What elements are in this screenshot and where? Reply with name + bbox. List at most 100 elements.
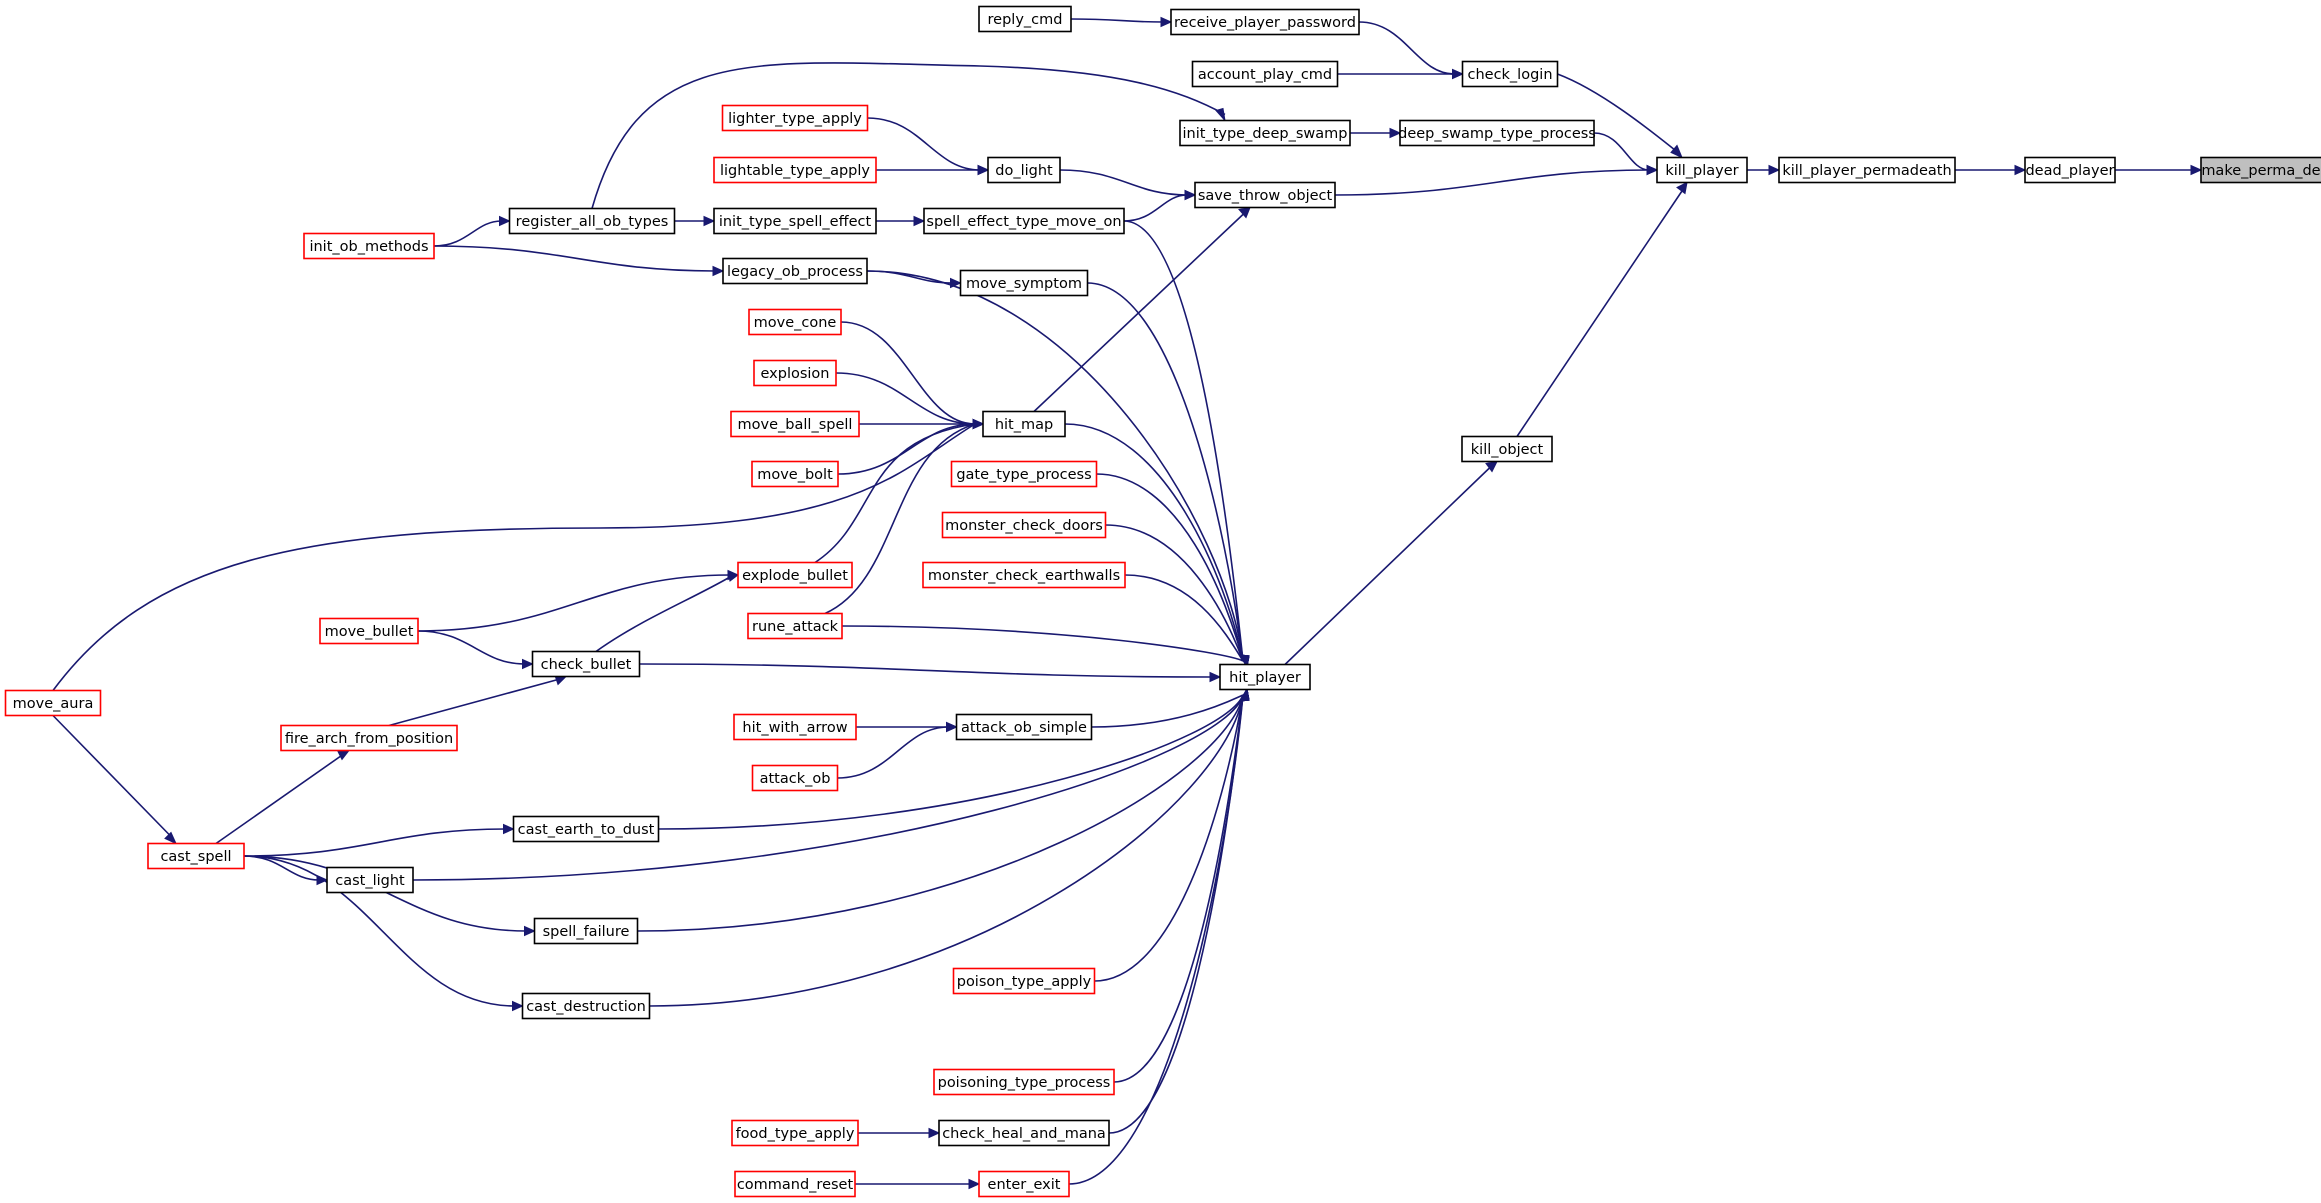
node-move-aura[interactable]: move_aura [4,689,102,717]
node-cast-spell[interactable]: cast_spell [147,842,245,870]
node-register-all-ob-types[interactable]: register_all_ob_types [508,207,676,235]
edge-rune-attack-to-hit-map [824,418,985,615]
edge-line [1358,21,1455,75]
arrowhead-icon [2014,164,2027,176]
arrowhead-icon [712,265,725,277]
node-move-bullet[interactable]: move_bullet [319,617,419,645]
node-box [941,511,1107,539]
node-attack-ob[interactable]: attack_ob [751,764,839,792]
node-cast-light[interactable]: cast_light [326,866,414,894]
arrowhead-icon [1676,181,1688,195]
node-box [978,5,1072,33]
node-check-bullet[interactable]: check_bullet [531,650,641,678]
edge-line [52,714,173,839]
edge-move-aura-to-cast-spell [52,714,178,845]
edge-line [243,828,506,857]
node-box [147,842,245,870]
node-box [1191,60,1339,88]
node-attack-ob-simple[interactable]: attack_ob_simple [955,713,1093,741]
node-hit-with-arrow[interactable]: hit_with_arrow [733,713,857,741]
node-box [721,104,869,132]
arrowhead-icon [1485,460,1498,473]
edge-line [1113,694,1244,1083]
node-label: reply_cmd [988,12,1063,28]
node-label: move_cone [754,315,837,331]
node-food-type-apply[interactable]: food_type_apply [731,1119,859,1147]
node-label: cast_light [335,873,405,889]
node-deep-swamp-type-process[interactable]: deep_swamp_type_process [1398,119,1596,147]
edge-account-play-cmd-to-check-login [1337,68,1464,80]
arrowhead-icon [703,215,716,227]
node-move-cone[interactable]: move_cone [748,308,842,336]
node-check-login[interactable]: check_login [1461,60,1559,88]
node-move-symptom[interactable]: move_symptom [959,269,1089,297]
node-rune-attack[interactable]: rune_attack [747,612,843,640]
node-check-heal-and-mana[interactable]: check_heal_and_mana [938,1119,1110,1147]
node-cast-destruction[interactable]: cast_destruction [521,992,651,1020]
node-monster-check-doors[interactable]: monster_check_doors [941,511,1107,539]
node-legacy-ob-process[interactable]: legacy_ob_process [722,257,868,285]
node-dead-player[interactable]: dead_player [2024,156,2116,184]
node-init-type-spell-effect[interactable]: init_type_spell_effect [713,207,877,235]
node-enter-exit[interactable]: enter_exit [978,1170,1070,1198]
edge-spell-failure-to-hit-player [637,687,1250,932]
node-account-play-cmd[interactable]: account_play_cmd [1191,60,1339,88]
node-box [730,410,860,438]
node-label: check_heal_and_mana [942,1126,1106,1142]
edge-cast-spell-to-cast-light [243,855,329,886]
node-hit-player[interactable]: hit_player [1219,663,1311,691]
node-init-ob-methods[interactable]: init_ob_methods [303,232,435,260]
node-poisoning-type-process[interactable]: poisoning_type_process [933,1068,1115,1096]
node-receive-player-password[interactable]: receive_player_password [1170,8,1360,36]
node-label: explode_bullet [742,568,848,584]
node-gate-type-process[interactable]: gate_type_process [950,460,1098,488]
node-box [303,232,435,260]
node-do-light[interactable]: do_light [987,156,1061,184]
node-make-perma-dead[interactable]: make_perma_dead [2200,156,2321,184]
edge-line [837,423,976,475]
node-move-ball-spell[interactable]: move_ball_spell [730,410,860,438]
node-fire-arch-from-position[interactable]: fire_arch_from_position [280,724,458,752]
node-lightable-type-apply[interactable]: lightable_type_apply [713,156,877,184]
node-label: explosion [761,366,830,382]
node-label: monster_check_earthwalls [928,568,1120,584]
edge-line [243,855,320,881]
node-hit-map[interactable]: hit_map [982,410,1066,438]
edge-do-light-to-save-throw-object [1059,169,1197,201]
edge-line [835,372,976,425]
node-explosion[interactable]: explosion [753,359,837,387]
node-kill-player[interactable]: kill_player [1656,156,1748,184]
node-monster-check-earthwalls[interactable]: monster_check_earthwalls [922,561,1126,589]
arrowhead-icon [512,1000,524,1012]
node-kill-object[interactable]: kill_object [1461,435,1553,463]
node-box [751,460,839,488]
node-poison-type-apply[interactable]: poison_type_apply [952,967,1096,995]
node-lighter-type-apply[interactable]: lighter_type_apply [721,104,869,132]
node-explode-bullet[interactable]: explode_bullet [737,561,853,589]
edge-reply-cmd-to-receive-player-password [1070,16,1173,28]
node-command-reset[interactable]: command_reset [734,1170,856,1198]
arrowhead-icon [1239,687,1250,702]
edge-cast-spell-to-fire-arch-from-position [215,749,351,845]
node-spell-failure[interactable]: spell_failure [533,917,639,945]
arrowhead-icon [928,1127,941,1139]
edge-spell-effect-type-move-on-to-save-throw-object [1123,189,1197,222]
arrowhead-icon [1646,164,1659,176]
node-box [508,207,676,235]
node-spell-effect-type-move-on[interactable]: spell_effect_type_move_on [923,207,1125,235]
edge-init-ob-methods-to-legacy-ob-process [433,245,725,277]
arrowhead-icon [524,925,536,937]
node-kill-player-permadeath[interactable]: kill_player_permadeath [1778,156,1956,184]
edge-cast-spell-to-cast-earth-to-dust [243,823,515,857]
node-label: check_login [1467,67,1552,83]
node-init-type-deep-swamp[interactable]: init_type_deep_swamp [1179,119,1351,147]
node-move-bolt[interactable]: move_bolt [751,460,839,488]
node-save-throw-object[interactable]: save_throw_object [1194,181,1336,209]
node-cast-earth-to-dust[interactable]: cast_earth_to_dust [512,815,660,843]
node-reply-cmd[interactable]: reply_cmd [978,5,1072,33]
edge-enter-exit-to-hit-player [1068,687,1250,1185]
arrowhead-icon [977,164,990,176]
arrowhead-icon [2190,164,2203,176]
edge-line [591,62,1226,209]
arrowhead-icon [1452,68,1464,80]
